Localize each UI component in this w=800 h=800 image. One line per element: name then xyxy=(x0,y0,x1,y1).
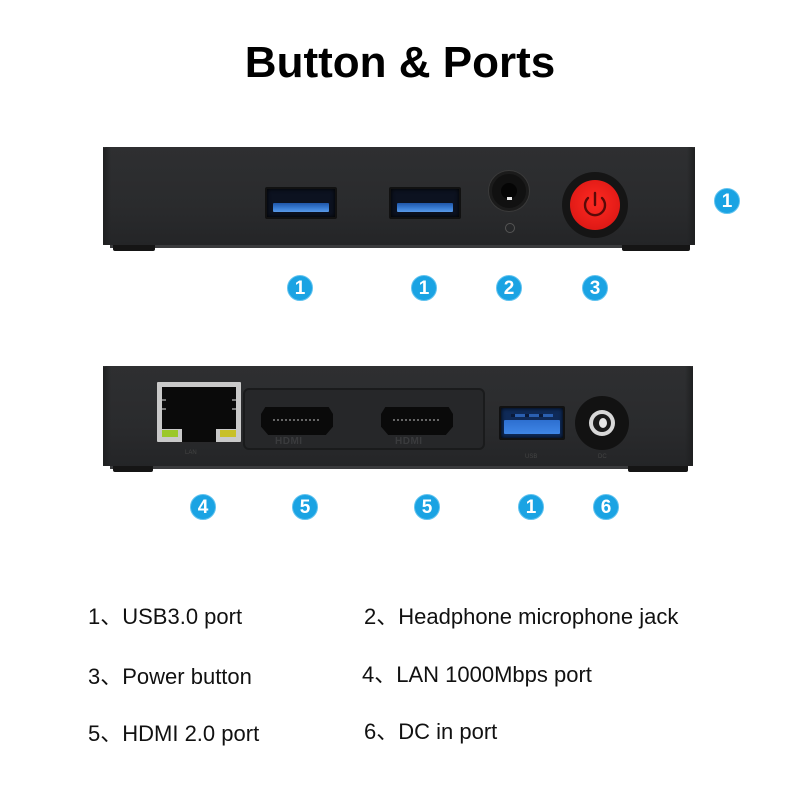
lan-led-yellow xyxy=(220,430,236,437)
legend-item-power: 3、Power button xyxy=(88,664,252,689)
callout-badge: 2 xyxy=(496,275,522,301)
hdmi-recess: HDMI HDMI xyxy=(243,388,485,450)
hdmi-port-2 xyxy=(381,407,453,435)
callout-badge: 4 xyxy=(190,494,216,520)
hdmi-port-1 xyxy=(261,407,333,435)
callout-badge: 1 xyxy=(411,275,437,301)
lan-port xyxy=(157,382,241,442)
legend-item-lan: 4、LAN 1000Mbps port xyxy=(362,662,592,687)
legend-item-usb: 1、USB3.0 port xyxy=(88,604,243,629)
usb-port-front-1 xyxy=(265,187,337,219)
power-icon xyxy=(583,191,607,217)
legend-item-audio: 2、Headphone microphone jack xyxy=(364,604,679,629)
legend-item-dc: 6、DC in port xyxy=(364,719,498,744)
dc-in-port xyxy=(575,396,629,450)
page-title: Button & Ports xyxy=(244,38,556,87)
device-front-panel xyxy=(103,147,695,245)
hdmi-logo: HDMI xyxy=(395,436,423,447)
callout-badge: 5 xyxy=(414,494,440,520)
usb-port-front-2 xyxy=(389,187,461,219)
legend-item-hdmi: 5、HDMI 2.0 port xyxy=(88,721,260,746)
usb-port-back xyxy=(499,406,565,440)
audio-jack xyxy=(489,171,529,211)
callout-badge: 6 xyxy=(593,494,619,520)
callout-badge: 1 xyxy=(714,188,740,214)
headset-icon xyxy=(505,223,515,233)
lan-led-green xyxy=(162,430,178,437)
callout-badge: 5 xyxy=(292,494,318,520)
callout-badge: 1 xyxy=(287,275,313,301)
callout-badge: 3 xyxy=(582,275,608,301)
power-button[interactable] xyxy=(562,172,628,238)
callout-badge: 1 xyxy=(518,494,544,520)
device-back-panel: LAN HDMI HDMI USB DC xyxy=(103,366,693,466)
hdmi-logo: HDMI xyxy=(275,436,303,447)
